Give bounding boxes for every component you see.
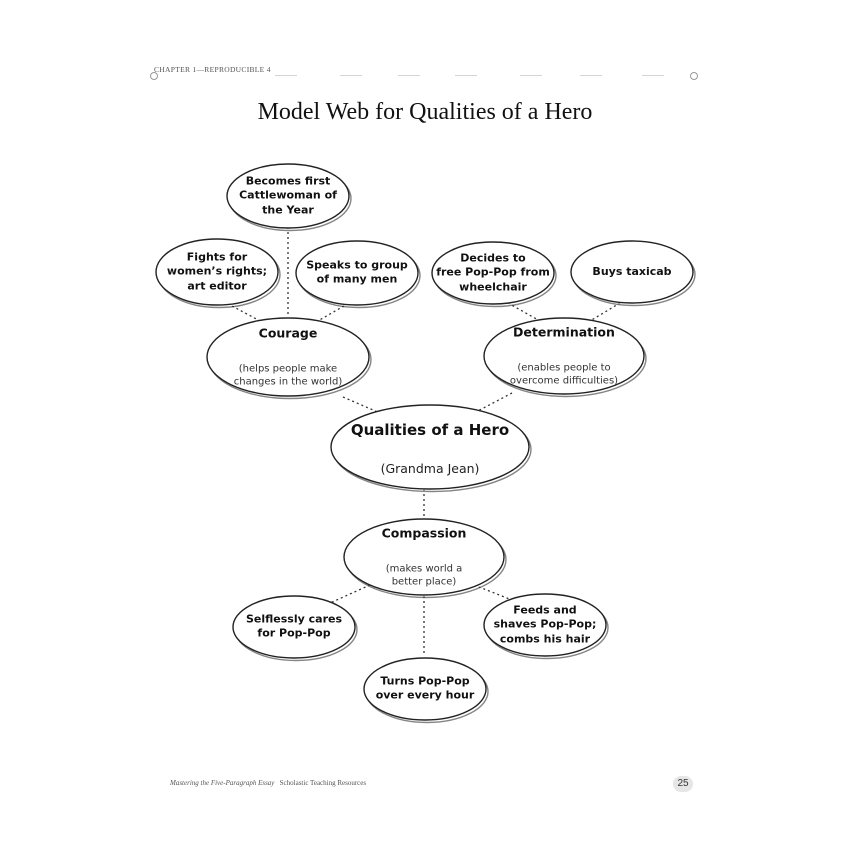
- category-determination-ellipse: [483, 317, 645, 395]
- category-compassion-subtitle: (makes world a better place): [385, 563, 463, 588]
- center-ellipse: [330, 404, 530, 490]
- connector-taxicab-determination: [589, 302, 621, 322]
- category-determination-node: [483, 317, 647, 398]
- detail-selflessly-node: [232, 595, 358, 662]
- detail-cattlewoman-node: [226, 163, 352, 232]
- connector-rights-courage: [231, 305, 263, 323]
- detail-speaks-ellipse: [295, 240, 419, 306]
- category-courage-node: [206, 317, 372, 400]
- connector-speaks-courage: [315, 305, 345, 323]
- connector-courage-center: [342, 396, 381, 414]
- page-number: 25: [677, 778, 689, 789]
- category-compassion-ellipse: [343, 518, 505, 596]
- connectors: [231, 227, 621, 656]
- connector-decides-determination: [507, 302, 541, 322]
- detail-feeds-node: [483, 593, 609, 660]
- category-compassion: Compassion (makes world a better place): [382, 505, 467, 610]
- category-compassion-node: [343, 518, 507, 599]
- category-courage-subtitle: (helps people make changes in the world): [233, 363, 343, 388]
- detail-turns-node: [363, 657, 489, 724]
- header-rule: [275, 75, 297, 76]
- detail-selflessly-ellipse: [232, 595, 356, 659]
- detail-taxicab-ellipse: [570, 240, 694, 304]
- detail-speaks: Speaks to group of many men: [306, 258, 408, 286]
- detail-womens-rights: Fights for women’s rights; art editor: [166, 250, 268, 293]
- detail-turns-ellipse: [363, 657, 487, 721]
- center-node-label: Qualities of a Hero (Grandma Jean): [351, 400, 509, 498]
- detail-cattlewoman: Becomes first Cattlewoman of the Year: [239, 174, 337, 217]
- detail-feeds: Feeds and shaves Pop-Pop; combs his hair: [493, 603, 597, 646]
- header-rule: [642, 75, 664, 76]
- detail-speaks-node: [295, 240, 421, 309]
- center-title: Qualities of a Hero: [350, 420, 510, 439]
- nodes: [155, 163, 696, 724]
- header-rule: [520, 75, 542, 76]
- category-courage-ellipse: [206, 317, 370, 397]
- category-determination-subtitle: (enables people to overcome difficulties…: [509, 362, 619, 387]
- binder-ring-icon: [150, 72, 158, 80]
- detail-womens-rights-node: [155, 238, 281, 309]
- center-node: [330, 404, 532, 493]
- detail-decides: Decides to free Pop-Pop from wheelchair: [436, 251, 550, 294]
- detail-turns: Turns Pop-Pop over every hour: [375, 674, 475, 702]
- page-header: Chapter 1—Reproducible 4: [150, 62, 702, 84]
- category-compassion-title: Compassion: [381, 525, 467, 541]
- detail-decides-ellipse: [431, 241, 555, 305]
- detail-womens-rights-ellipse: [155, 238, 279, 306]
- footer-publisher: Scholastic Teaching Resources: [279, 779, 367, 787]
- category-determination-title: Determination: [513, 324, 615, 340]
- header-rule: [455, 75, 477, 76]
- footer-book-title: Mastering the Five-Paragraph Essay: [170, 779, 275, 787]
- connector-determination-center: [473, 392, 513, 414]
- category-courage: Courage (helps people make changes in th…: [234, 305, 343, 410]
- header-rule: [580, 75, 602, 76]
- detail-feeds-ellipse: [483, 593, 607, 657]
- header-rule: [398, 75, 420, 76]
- detail-selflessly: Selflessly cares for Pop-Pop: [245, 612, 343, 640]
- center-subtitle: (Grandma Jean): [380, 461, 480, 477]
- page-number-badge: [673, 776, 693, 792]
- detail-taxicab-node: [570, 240, 696, 307]
- category-courage-title: Courage: [258, 325, 318, 341]
- footer-credit: Mastering the Five-Paragraph Essay Schol…: [170, 779, 366, 787]
- connector-compassion-selflessly: [329, 584, 371, 604]
- detail-decides-node: [431, 241, 557, 308]
- detail-cattlewoman-ellipse: [226, 163, 350, 229]
- binder-ring-icon: [690, 72, 698, 80]
- category-determination: Determination (enables people to overcom…: [510, 304, 618, 409]
- detail-taxicab: Buys taxicab: [592, 264, 672, 278]
- page-title: Model Web for Qualities of a Hero: [257, 99, 593, 125]
- chapter-label: Chapter 1—Reproducible 4: [154, 65, 271, 74]
- header-rule: [340, 75, 362, 76]
